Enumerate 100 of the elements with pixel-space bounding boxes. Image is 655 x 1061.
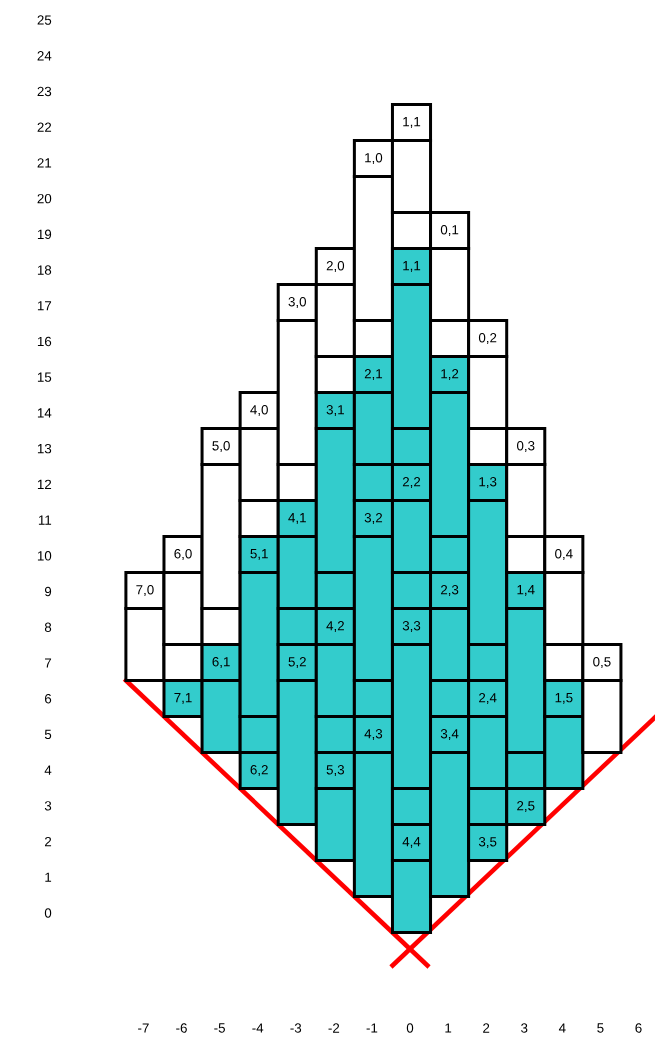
axis-label: 17 xyxy=(37,301,52,311)
grid-cell: 3,4 xyxy=(429,715,471,754)
grid-cell: 2,1 xyxy=(352,355,394,394)
grid-cell: 1,1 xyxy=(390,103,433,142)
grid-cell: 2,5 xyxy=(505,787,547,826)
axis-label: 8 xyxy=(44,622,52,632)
axis-label: 18 xyxy=(37,265,52,275)
axis-label: 1 xyxy=(445,1023,452,1033)
grid-cell: 6,2 xyxy=(238,751,280,790)
axis-label: 24 xyxy=(37,51,52,61)
axis-label: 16 xyxy=(37,336,52,347)
grid-cell: 0,2 xyxy=(467,319,509,358)
axis-label: 3 xyxy=(521,1023,528,1033)
grid-cell: 0,4 xyxy=(543,535,585,574)
grid-cell xyxy=(429,247,471,322)
axis-label: -4 xyxy=(252,1023,264,1033)
axis-label: 0 xyxy=(44,908,52,918)
grid-cell: 5,0 xyxy=(200,427,242,466)
grid-cell xyxy=(276,535,318,610)
grid-cell: 4,2 xyxy=(314,607,356,646)
grid-cell: 1,3 xyxy=(467,463,509,502)
axis-label: 5 xyxy=(44,729,52,740)
axis-label: -2 xyxy=(328,1023,340,1033)
grid-cell: 0,1 xyxy=(429,211,471,250)
grid-cell: 1,1 xyxy=(390,247,433,286)
grid-cell: 6,1 xyxy=(200,643,242,682)
grid-cell: 3,3 xyxy=(390,607,433,646)
grid-cell: 2,3 xyxy=(429,571,471,610)
grid-cell xyxy=(314,283,356,358)
axis-label: -5 xyxy=(214,1023,225,1033)
grid-cell: 2,0 xyxy=(314,247,356,286)
axis-label: 4 xyxy=(558,1023,566,1033)
grid-cell xyxy=(162,571,204,646)
grid-cell: 7,1 xyxy=(162,679,204,718)
axis-label: 4 xyxy=(44,765,52,775)
grid-cell: 0,3 xyxy=(505,427,547,466)
grid-cell xyxy=(314,355,356,394)
axis-label: 2 xyxy=(483,1023,490,1033)
grid-cell xyxy=(352,391,394,466)
grid-cell: 3,1 xyxy=(314,391,356,430)
grid-cell xyxy=(505,463,547,538)
grid-cell xyxy=(352,463,394,502)
axis-label: 22 xyxy=(37,122,52,132)
grid-cell: 5,3 xyxy=(314,751,356,790)
grid-cell xyxy=(238,427,280,502)
axis-label: 6 xyxy=(635,1023,642,1033)
grid-cell xyxy=(276,463,318,502)
axis-label: 25 xyxy=(37,15,52,25)
grid-cell: 5,1 xyxy=(238,535,280,574)
grid-cell xyxy=(200,679,242,754)
grid-cell xyxy=(314,571,356,610)
axis-label: 21 xyxy=(37,158,52,168)
axis-label: -3 xyxy=(290,1023,302,1033)
axis-label: -7 xyxy=(138,1023,149,1033)
grid-cell: 1,0 xyxy=(352,139,394,178)
grid-cell: 3,0 xyxy=(276,283,318,322)
axis-label: -6 xyxy=(176,1023,187,1033)
axis-label: 7 xyxy=(45,658,52,668)
axis-label: 9 xyxy=(44,586,52,597)
axis-label: 1 xyxy=(45,872,52,882)
grid-cell: 1,2 xyxy=(429,355,471,394)
grid-cell xyxy=(314,787,356,862)
grid-cell: 1,4 xyxy=(505,571,547,610)
grid-cell xyxy=(352,679,394,718)
axis-label: 13 xyxy=(37,443,52,454)
axis-label: 3 xyxy=(44,801,52,811)
grid-cell: 3,5 xyxy=(467,823,509,862)
axis-label: 12 xyxy=(37,479,52,489)
grid-cell xyxy=(581,679,623,754)
axis-label: 0 xyxy=(406,1023,414,1033)
axis-label: 15 xyxy=(37,372,52,382)
grid-cell: 1,5 xyxy=(543,679,585,718)
grid-cell xyxy=(467,355,509,430)
grid-cell: 5,2 xyxy=(276,643,318,682)
grid-cell: 3,2 xyxy=(352,499,394,538)
grid-cell: 0,5 xyxy=(581,643,623,682)
axis-label: 20 xyxy=(37,193,52,204)
grid-cell xyxy=(238,499,280,538)
grid-cell xyxy=(543,715,585,790)
grid-cell xyxy=(238,715,280,754)
axis-label: 23 xyxy=(37,86,52,97)
axis-label: 19 xyxy=(37,229,52,240)
axis-label: 10 xyxy=(37,551,52,561)
axis-label: -1 xyxy=(366,1023,378,1033)
grid-cell: 4,4 xyxy=(390,823,433,862)
axis-label: 6 xyxy=(45,693,52,704)
grid-cell xyxy=(162,643,204,682)
axis-label: 2 xyxy=(45,836,52,847)
grid-cell: 2,4 xyxy=(467,679,509,718)
grid-cell: 2,2 xyxy=(390,463,433,502)
grid-cell: 6,0 xyxy=(162,535,204,574)
grid-cell xyxy=(390,859,433,934)
grid-cell xyxy=(276,607,318,646)
axis-label: 14 xyxy=(37,408,52,418)
grid-cell: 4,3 xyxy=(352,715,394,754)
grid-cell: 4,0 xyxy=(238,391,280,430)
grid-cell xyxy=(200,607,242,646)
grid-cell: 7,0 xyxy=(124,571,166,610)
grid-cell: 4,1 xyxy=(276,499,318,538)
grid-cell xyxy=(543,571,585,646)
